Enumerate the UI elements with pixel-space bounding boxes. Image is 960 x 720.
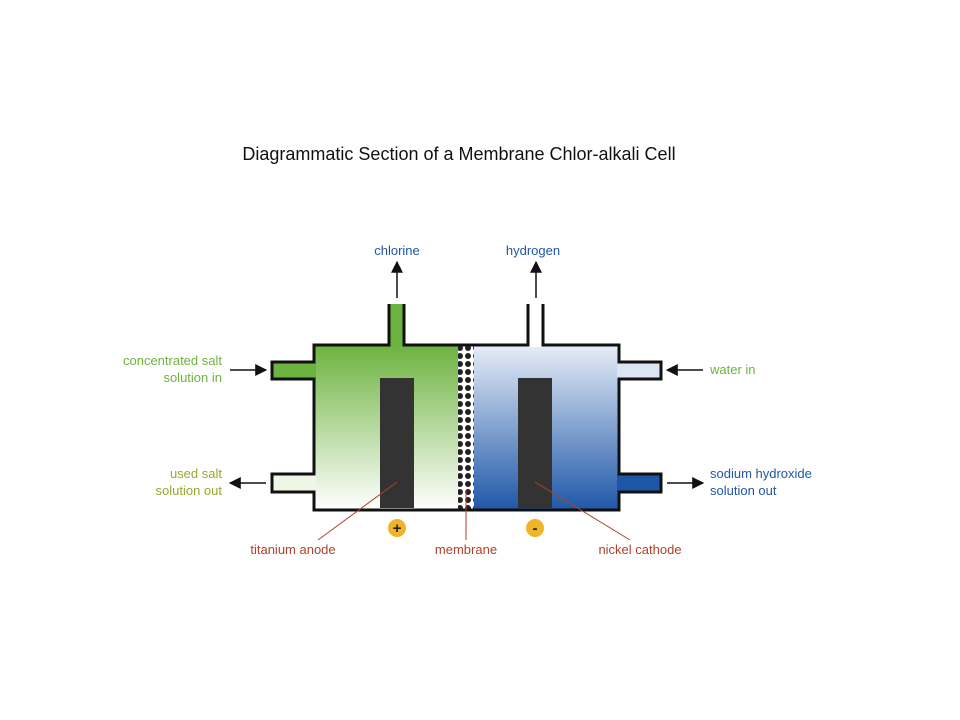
- cathode-label: nickel cathode: [598, 542, 681, 557]
- cathode-chamber: [472, 304, 661, 510]
- positive-terminal: +: [388, 519, 406, 537]
- membrane-label: membrane: [435, 542, 497, 557]
- anode-leader: [317, 481, 398, 541]
- water-in-label: water in: [709, 362, 756, 377]
- nickel-cathode: [518, 378, 552, 508]
- page-title: Diagrammatic Section of a Membrane Chlor…: [242, 144, 676, 164]
- conc-salt-label-line2: solution in: [163, 370, 222, 385]
- used-salt-label-line1: used salt: [170, 466, 222, 481]
- used-salt-label-line2: solution out: [156, 483, 223, 498]
- anode-label: titanium anode: [250, 542, 335, 557]
- titanium-anode: [380, 378, 414, 508]
- chlorine-label: chlorine: [374, 243, 420, 258]
- hydrogen-label: hydrogen: [506, 243, 560, 258]
- negative-terminal: -: [526, 519, 544, 537]
- naoh-label-line1: sodium hydroxide: [710, 466, 812, 481]
- positive-terminal-sign: +: [393, 520, 402, 537]
- anode-chamber: [272, 304, 460, 510]
- cathode-leader: [534, 481, 631, 541]
- membrane: [458, 345, 474, 510]
- negative-terminal-sign: -: [533, 520, 538, 537]
- naoh-label-line2: solution out: [710, 483, 777, 498]
- conc-salt-label-line1: concentrated salt: [123, 353, 222, 368]
